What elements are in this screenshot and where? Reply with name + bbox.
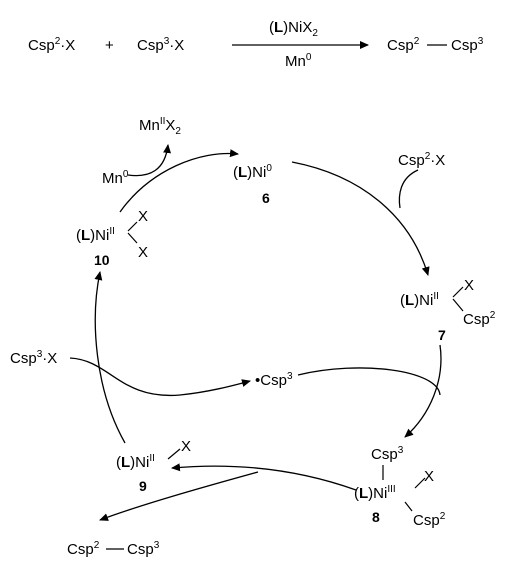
complex-8-x: X	[424, 468, 434, 485]
complex-8-csp3: Csp3	[371, 445, 404, 463]
complex-8-label: (L)NiIII	[354, 484, 396, 502]
complex-9-x: X	[181, 438, 191, 455]
complex-8-number: 8	[372, 509, 380, 525]
complex-7-csp2: Csp2	[463, 310, 496, 328]
complex-6-label: (L)Ni0	[233, 163, 272, 181]
arrow-6-to-7	[291, 161, 430, 276]
arrow-10-to-6	[119, 149, 239, 213]
product-csp2: Csp2	[387, 36, 420, 54]
complex-10-label: (L)NiII	[76, 226, 115, 244]
arrow-8-to-9	[171, 463, 357, 491]
complex-9-label: (L)NiII	[116, 453, 155, 471]
mn-ii-x2-label: MnIIX2	[139, 116, 181, 137]
complex-6-number: 6	[262, 190, 270, 206]
arrow-9-to-10	[94, 271, 126, 444]
arrow-radical-formation	[69, 357, 251, 397]
arrow-csp2x-entry	[398, 169, 419, 209]
complex-9-number: 9	[139, 478, 147, 494]
complex-7-number: 7	[438, 327, 446, 343]
reductant-label: Mn0	[285, 52, 312, 70]
complex-10-number: 10	[94, 252, 110, 268]
reactant-csp2-x: Csp2·X	[28, 36, 75, 54]
cycle-product-csp3: Csp3	[127, 540, 160, 558]
catalyst-label: (L)NiX2	[269, 19, 318, 39]
complex-7-label: (L)NiII	[400, 291, 439, 309]
product-csp3: Csp3	[451, 36, 484, 54]
csp3-radical: •Csp3	[255, 371, 293, 389]
ni-x-bond	[452, 286, 464, 298]
plus-sign: +	[105, 37, 114, 54]
arrow-product-release	[99, 471, 259, 521]
csp2-x-substrate: Csp2·X	[398, 151, 445, 169]
csp3-x-substrate: Csp3·X	[10, 349, 57, 367]
ni-x-bond-upper	[127, 221, 138, 232]
ni-x-bond	[167, 448, 181, 460]
ni-csp2-bond	[404, 501, 413, 512]
ni-x-bond	[414, 477, 426, 489]
complex-10-x-lower: X	[138, 244, 148, 261]
arrow-mn0-to-mnx2	[127, 144, 172, 177]
complex-8-csp2: Csp2	[413, 511, 446, 529]
ni-x-bond-lower	[127, 232, 138, 244]
cycle-product-csp2: Csp2	[67, 540, 100, 558]
mn0-label: Mn0	[102, 169, 129, 187]
reactant-csp3-x: Csp3·X	[137, 36, 184, 54]
ni-csp2-bond	[452, 298, 464, 312]
complex-7-x: X	[464, 277, 474, 294]
arrow-radical-capture	[297, 367, 441, 396]
arrow-7-to-8	[404, 344, 442, 438]
complex-10-x-upper: X	[138, 208, 148, 225]
